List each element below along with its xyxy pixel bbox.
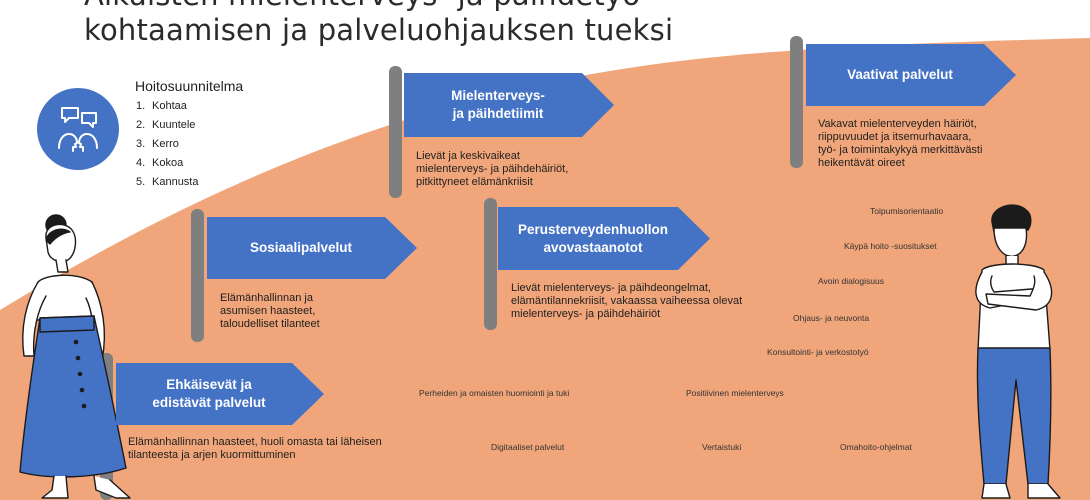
service-arrow-mielenterveystiimit: Mielenterveys- ja päihdetiimit: [404, 73, 614, 137]
service-arrow-vaativat: Vaativat palvelut: [806, 44, 1016, 106]
standing-woman-illustration: [19, 214, 131, 499]
approach-label: Konsultointi- ja verkostotyö: [767, 347, 869, 357]
service-description-ehkaisevat: Elämänhallinnan haasteet, huoli omasta t…: [128, 436, 382, 461]
service-description-mielenterveystiimit: Lievät ja keskivaikeat mielenterveys- ja…: [416, 150, 569, 188]
list-item: 2.Kuuntele: [136, 119, 196, 131]
service-pole: [484, 198, 497, 330]
slide-title-line-2: kohtaamisen ja palveluohjauksen tueksi: [84, 13, 674, 47]
list-item: 3.Kerro: [136, 138, 179, 150]
service-arrow-ehkaisevat: Ehkäisevät ja edistävät palvelut: [116, 363, 324, 425]
approach-label: Positiivinen mielenterveys: [686, 388, 784, 398]
service-arrow-perusterveydenhuolto: Perusterveydenhuollon avovastaanotot: [498, 207, 710, 270]
list-item: 5.Kannusta: [136, 176, 199, 188]
service-description-sosiaalipalvelut: Elämänhallinnan ja asumisen haasteet, ta…: [220, 292, 320, 330]
approach-label: Ohjaus- ja neuvonta: [793, 313, 870, 323]
service-description-perusterveydenhuolto: Lievät mielenterveys- ja päihdeongelmat,…: [511, 282, 743, 320]
approach-label: Toipumisorientaatio: [870, 206, 944, 216]
dialogue-people-icon: [37, 88, 119, 170]
approach-label: Digitaaliset palvelut: [491, 442, 565, 452]
slide-title-line-1: Aikuisten mielenterveys- ja päihdetyö: [84, 0, 673, 13]
hoitosuunnitelma-steps: 1.Kohtaa 2.Kuuntele 3.Kerro 4.Kokoa 5.Ka…: [136, 97, 198, 192]
approach-label: Vertaistuki: [702, 442, 742, 452]
service-pole: [790, 36, 803, 168]
slide-title: Aikuisten mielenterveys- ja päihdetyö ko…: [84, 0, 673, 48]
service-description-vaativat: Vakavat mielenterveyden häiriöt, riippuv…: [818, 118, 983, 169]
list-item: 1.Kohtaa: [136, 100, 187, 112]
list-item: 4.Kokoa: [136, 157, 184, 169]
hoitosuunnitelma-title: Hoitosuunnitelma: [135, 78, 244, 94]
approach-label: Omahoito-ohjelmat: [840, 442, 912, 452]
approach-label: Avoin dialogisuus: [818, 276, 884, 286]
approach-label: Perheiden ja omaisten huomiointi ja tuki: [419, 388, 570, 398]
standing-man-illustration: [975, 204, 1061, 499]
approach-label: Käypä hoito -suositukset: [844, 241, 937, 251]
service-pole: [191, 209, 204, 342]
service-arrow-sosiaalipalvelut: Sosiaalipalvelut: [207, 217, 417, 279]
service-pole: [389, 66, 402, 198]
